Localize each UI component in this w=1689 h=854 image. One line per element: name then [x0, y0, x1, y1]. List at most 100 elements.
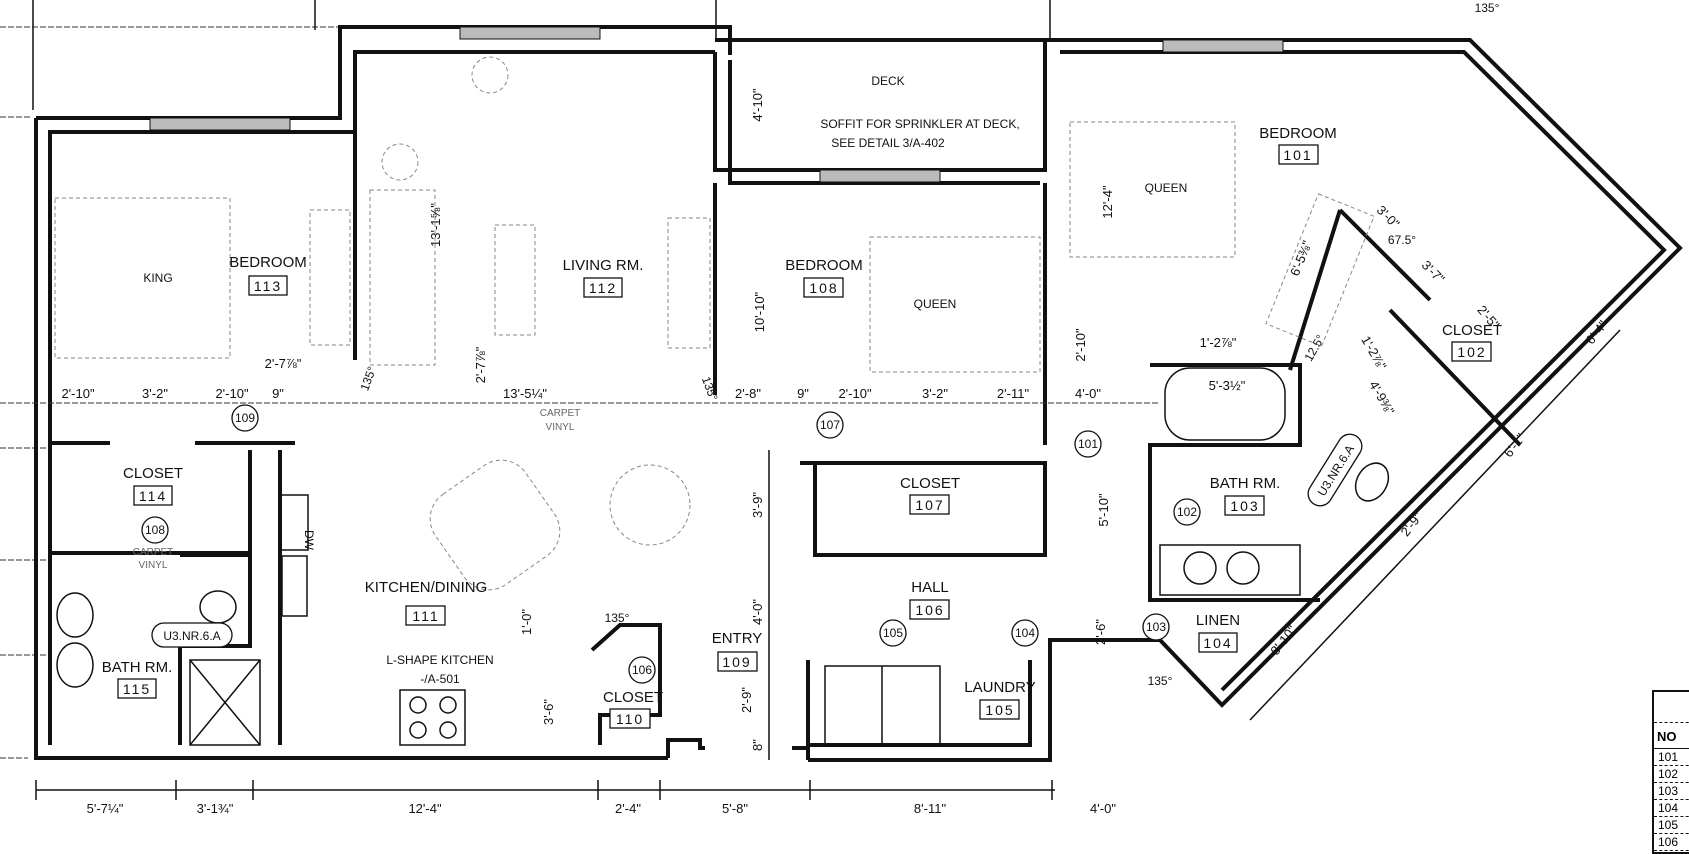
- svg-text:8'-11": 8'-11": [914, 801, 947, 816]
- svg-text:103: 103: [1230, 498, 1259, 514]
- svg-text:2'-10": 2'-10": [838, 386, 872, 401]
- svg-text:106: 106: [915, 602, 944, 618]
- table-row: 105: [1654, 817, 1689, 834]
- svg-text:CLOSET: CLOSET: [603, 689, 663, 706]
- svg-text:ENTRY: ENTRY: [712, 630, 763, 647]
- svg-text:6'-1": 6'-1": [1501, 430, 1529, 460]
- svg-text:2'-11": 2'-11": [997, 386, 1030, 401]
- room-labels: KING BEDROOM 113 LIVING RM. 112 DECK SOF…: [102, 74, 1502, 729]
- interior-walls: [50, 132, 1522, 747]
- svg-text:CARPET: CARPET: [133, 547, 174, 558]
- svg-text:115: 115: [123, 681, 151, 697]
- svg-text:5'-3½": 5'-3½": [1209, 378, 1246, 393]
- svg-text:LIVING RM.: LIVING RM.: [563, 257, 644, 274]
- furniture: [54, 56, 1390, 747]
- svg-text:HALL: HALL: [911, 579, 949, 596]
- svg-text:105: 105: [883, 626, 903, 640]
- svg-text:2'-6": 2'-6": [1093, 619, 1108, 645]
- svg-text:101: 101: [1283, 147, 1312, 163]
- svg-text:5'-8": 5'-8": [722, 801, 748, 816]
- svg-text:BEDROOM: BEDROOM: [1259, 125, 1337, 142]
- svg-text:3'-6": 3'-6": [541, 699, 556, 725]
- svg-text:13'-5¼": 13'-5¼": [503, 386, 547, 401]
- table-row: 104: [1654, 800, 1689, 817]
- svg-text:BATH RM.: BATH RM.: [1210, 475, 1281, 492]
- svg-text:105: 105: [985, 702, 1014, 718]
- svg-text:1'-2⅞": 1'-2⅞": [1358, 333, 1390, 373]
- svg-text:104: 104: [1015, 626, 1035, 640]
- svg-text:4'-10": 4'-10": [750, 88, 765, 122]
- svg-text:2'-7⅞": 2'-7⅞": [473, 346, 488, 383]
- svg-text:135°: 135°: [357, 364, 379, 392]
- svg-text:BEDROOM: BEDROOM: [785, 257, 863, 274]
- svg-text:102: 102: [1457, 344, 1486, 360]
- svg-text:DECK: DECK: [871, 74, 904, 88]
- svg-text:109: 109: [722, 654, 751, 670]
- svg-text:4'-0": 4'-0": [1090, 801, 1116, 816]
- svg-text:3'-2": 3'-2": [922, 386, 948, 401]
- svg-text:12.5°: 12.5°: [1301, 332, 1327, 364]
- svg-text:3'-2": 3'-2": [142, 386, 168, 401]
- svg-text:VINYL: VINYL: [139, 560, 168, 571]
- svg-text:12'-4": 12'-4": [408, 801, 442, 816]
- svg-text:1'-2⅞": 1'-2⅞": [1200, 335, 1237, 350]
- svg-text:LAUNDRY: LAUNDRY: [964, 679, 1035, 696]
- svg-text:113: 113: [254, 278, 282, 294]
- svg-text:101: 101: [1078, 437, 1098, 451]
- svg-text:102: 102: [1177, 505, 1197, 519]
- table-row: 102: [1654, 766, 1689, 783]
- svg-text:135°: 135°: [605, 611, 630, 625]
- svg-text:QUEEN: QUEEN: [914, 297, 957, 311]
- svg-text:114: 114: [139, 488, 167, 504]
- svg-text:2'-9": 2'-9": [739, 687, 754, 713]
- svg-text:4'-9⅜": 4'-9⅜": [1366, 378, 1398, 418]
- exterior-walls: [34, 25, 1683, 762]
- svg-text:3'-7": 3'-7": [1419, 257, 1448, 286]
- svg-text:2'-7⅞": 2'-7⅞": [265, 356, 302, 371]
- svg-text:QUEEN: QUEEN: [1145, 181, 1188, 195]
- table-row: 106: [1654, 834, 1689, 851]
- svg-text:10'-10": 10'-10": [752, 291, 767, 332]
- dimension-lines: [0, 329, 1621, 800]
- svg-text:CLOSET: CLOSET: [123, 465, 183, 482]
- svg-text:135°: 135°: [699, 375, 721, 403]
- table-header: NO: [1654, 723, 1689, 749]
- svg-text:KING: KING: [143, 271, 172, 285]
- svg-text:6'-5⅜": 6'-5⅜": [1287, 238, 1315, 278]
- svg-text:110: 110: [616, 711, 644, 727]
- svg-text:2'-10": 2'-10": [215, 386, 249, 401]
- svg-text:112: 112: [589, 280, 617, 296]
- svg-text:108: 108: [809, 280, 838, 296]
- svg-text:111: 111: [412, 608, 439, 624]
- svg-text:5'-7¼": 5'-7¼": [87, 801, 124, 816]
- svg-text:5'-10": 5'-10": [1096, 493, 1111, 527]
- svg-text:1'-0": 1'-0": [519, 609, 534, 635]
- table-row: 101: [1654, 749, 1689, 766]
- svg-text:KITCHEN/DINING: KITCHEN/DINING: [365, 579, 488, 596]
- svg-text:4'-0": 4'-0": [1075, 386, 1101, 401]
- svg-text:135°: 135°: [1148, 674, 1173, 688]
- accessibility-tags: U3.NR.6.A U3.NR.6.A: [151, 433, 1363, 648]
- svg-text:135°: 135°: [1475, 1, 1500, 15]
- svg-text:2'-10": 2'-10": [61, 386, 95, 401]
- svg-text:4'-0": 4'-0": [750, 599, 765, 625]
- dimension-labels: 5'-7¼" 3'-1¾" 12'-4" 2'-4" 5'-8" 8'-11" …: [61, 88, 1610, 816]
- svg-text:SEE DETAIL 3/A-402: SEE DETAIL 3/A-402: [831, 136, 945, 150]
- svg-text:2'-10": 2'-10": [1073, 328, 1088, 362]
- svg-text:109: 109: [235, 411, 255, 425]
- svg-text:CLOSET: CLOSET: [1442, 322, 1502, 339]
- svg-text:3'-1¾": 3'-1¾": [197, 801, 234, 816]
- svg-text:U3.NR.6.A: U3.NR.6.A: [163, 629, 220, 643]
- svg-text:2'-8": 2'-8": [735, 386, 761, 401]
- svg-text:CLOSET: CLOSET: [900, 475, 960, 492]
- svg-text:2'-4": 2'-4": [615, 801, 641, 816]
- svg-text:107: 107: [820, 418, 840, 432]
- svg-text:107: 107: [915, 497, 944, 513]
- door-schedule-table: NO 101 102 103 104 105 106: [1652, 690, 1689, 854]
- svg-text:L-SHAPE KITCHEN: L-SHAPE KITCHEN: [386, 653, 493, 667]
- svg-text:3'-0": 3'-0": [1374, 202, 1403, 231]
- svg-text:106: 106: [632, 663, 652, 677]
- svg-text:SOFFIT FOR SPRINKLER AT DECK,: SOFFIT FOR SPRINKLER AT DECK,: [820, 117, 1019, 131]
- door-tags: 109 108 107 106 105 104 103 102 101: [141, 404, 1201, 684]
